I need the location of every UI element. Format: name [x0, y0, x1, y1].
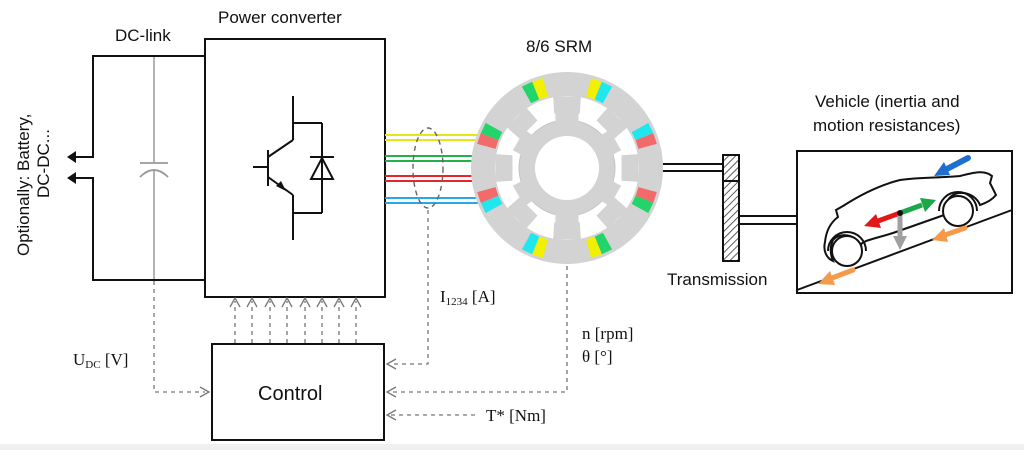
dc-link: DC-link Optionally: Battery, DC-DC... [14, 26, 205, 281]
coil-segment [586, 78, 602, 100]
output-arrow-icon [67, 151, 76, 163]
gate-signal-arrow [316, 296, 328, 343]
coil-segment [631, 195, 654, 214]
stator-coils [477, 78, 657, 258]
control-box [211, 343, 385, 441]
udc-feedback-line [153, 281, 211, 398]
rolling-resistance-rear-arrow-icon [818, 267, 856, 285]
power-converter: Power converter [204, 8, 386, 298]
vehicle-label-2: motion resistances) [813, 116, 960, 135]
transmission-gear-icon [722, 154, 740, 262]
output-arrow-icon [67, 172, 76, 184]
dc-link-label: DC-link [115, 26, 171, 45]
gravity-force-arrow-icon [893, 215, 907, 250]
traction-force-arrow-icon [899, 198, 936, 216]
vehicle: Vehicle (inertia and motion resistances) [796, 92, 1013, 294]
rotor-pole [555, 112, 579, 123]
torque-reference-label: T* [Nm] [486, 406, 546, 425]
phase-wire-4 [385, 197, 478, 204]
gate-signal-arrow [246, 296, 258, 343]
srm-motor: 8/6 SRM [471, 37, 663, 264]
coil-segment [532, 78, 548, 100]
gate-signal-arrow [281, 296, 293, 343]
udc-label: UDC [V] [73, 350, 128, 371]
stator-pole [553, 96, 581, 114]
angle-label: θ [°] [582, 347, 613, 366]
gate-signal-arrow [229, 296, 241, 343]
coil-segment [635, 187, 657, 203]
coil-segment [477, 187, 499, 203]
power-converter-box [204, 38, 386, 298]
stator-pole [506, 197, 538, 229]
shaft-bore [535, 136, 599, 200]
current-sensor-icon [412, 127, 444, 209]
coil-segment [635, 133, 657, 149]
coil-segment [532, 236, 548, 258]
rotor-pole [512, 129, 534, 156]
coil-segment [594, 232, 613, 255]
coil-segment [480, 195, 503, 214]
coil-segment [521, 81, 540, 104]
vehicle-label-1: Vehicle (inertia and [815, 92, 960, 111]
stator-pole [506, 107, 538, 139]
coil-segment [477, 133, 499, 149]
stator-pole [553, 222, 581, 240]
optional-source-label-2: DC-DC... [34, 129, 53, 198]
gate-signal-arrow [299, 296, 311, 343]
coil-segment [521, 232, 540, 255]
motor-shaft [663, 163, 723, 172]
speed-label: n [rpm] [582, 324, 633, 343]
emitter-arrow-icon [276, 181, 286, 191]
control-block: Control [211, 343, 385, 441]
center-of-mass [897, 210, 903, 216]
inertia-force-arrow-icon [864, 210, 901, 228]
torque-reference-line [385, 409, 475, 421]
coil-segment [631, 122, 654, 141]
aero-drag-arrow-icon [934, 155, 971, 176]
stator-pole [621, 154, 639, 182]
gate-signal-arrow [350, 296, 362, 343]
stator-pole [596, 107, 628, 139]
rotor-pole [555, 213, 579, 224]
stator-pole [495, 154, 513, 182]
phase-wire-2 [385, 155, 476, 162]
speed-position-feedback-line [385, 266, 568, 398]
coil-segment [586, 236, 602, 258]
control-label: Control [258, 383, 322, 405]
rotor-pole [600, 180, 622, 207]
gate-signals [229, 296, 362, 343]
coil-segment [594, 81, 613, 104]
output-shaft [739, 215, 797, 225]
dc-positive-wire [72, 55, 205, 158]
phase-wires [385, 134, 478, 204]
gate-signal-arrow [264, 296, 276, 343]
stator-pole [596, 197, 628, 229]
rotor-pole [512, 180, 534, 207]
power-converter-label: Power converter [218, 8, 342, 27]
optional-source-label-1: Optionally: Battery, [14, 114, 33, 256]
rotor-pole [600, 129, 622, 156]
current-label: I1234 [A] [440, 287, 496, 308]
coil-segment [480, 122, 503, 141]
transmission-label: Transmission [667, 270, 767, 289]
phase-wire-3 [385, 175, 476, 182]
phase-wire-1 [385, 134, 478, 141]
rolling-resistance-front-arrow-icon [932, 225, 968, 242]
capacitor-icon [139, 57, 169, 279]
rear-wheel-icon [827, 231, 867, 267]
dc-negative-wire [72, 177, 205, 281]
bottom-border [0, 444, 1024, 450]
front-wheel-icon [938, 191, 978, 227]
gate-signal-arrow [333, 296, 345, 343]
srm-label: 8/6 SRM [526, 37, 592, 56]
current-feedback-line [385, 210, 429, 370]
